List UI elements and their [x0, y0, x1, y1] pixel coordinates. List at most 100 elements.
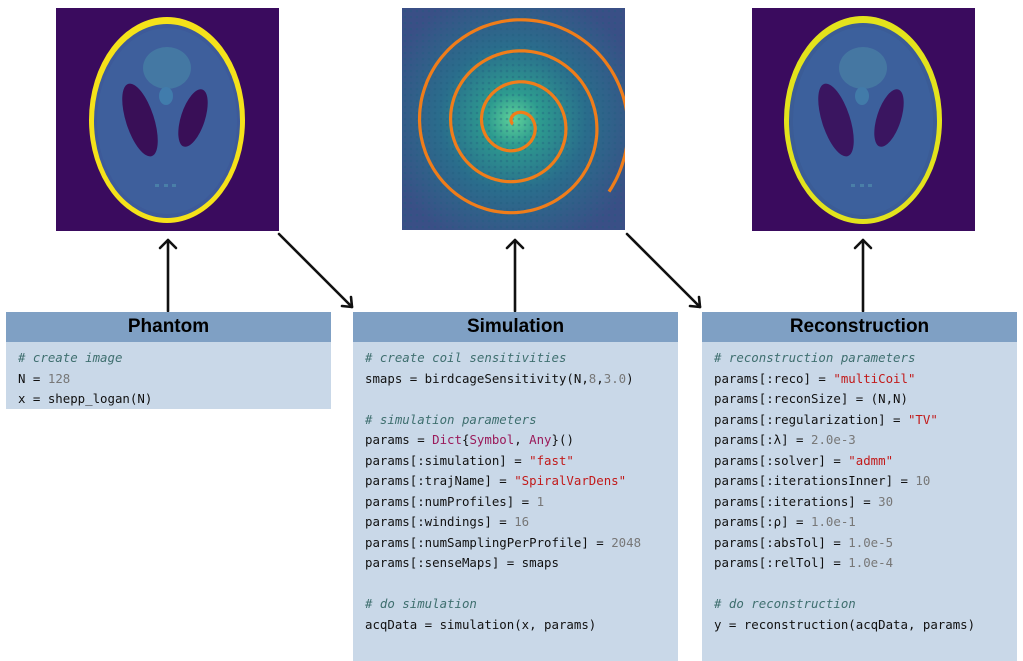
simulation-code-line: # create coil sensitivities	[365, 348, 666, 369]
reconstruction-code-token: # reconstruction parameters	[714, 350, 916, 365]
reconstruction-code-line: params[:reco] = "multiCoil"	[714, 369, 1005, 390]
phantom-code-line: x = shepp_logan(N)	[18, 389, 319, 410]
reconstruction-code-line: params[:iterationsInner] = 10	[714, 471, 1005, 492]
simulation-code-token: # simulation parameters	[365, 411, 537, 427]
simulation-code-token: params[:numSamplingPerProfile] =	[365, 534, 612, 550]
simulation-code-token: }()	[551, 432, 574, 447]
phantom-title: Phantom	[6, 312, 331, 342]
simulation-code-token: 16	[514, 514, 530, 529]
simulation-code-token: 8	[588, 370, 597, 386]
simulation-code-line: params[:trajName] = "SpiralVarDens"	[365, 471, 666, 492]
simulation-code-line: params[:windings] = 16	[365, 512, 666, 533]
simulation-code-line: acqData = simulation(x, params)	[365, 615, 666, 636]
simulation-code-token: params =	[365, 432, 433, 447]
reconstruction-code-token: params[:reco] =	[714, 370, 834, 386]
simulation-code-token: "fast"	[529, 452, 574, 468]
reconstruction-code-token: 10	[915, 473, 931, 488]
reconstruction-code-token: y = reconstruction(acqData, params)	[714, 616, 976, 632]
simulation-code-line: params[:numSamplingPerProfile] = 2048	[365, 533, 666, 554]
reconstruction-code-line	[714, 574, 1005, 595]
reconstruction-code-token: params[:solver] =	[714, 452, 849, 468]
reconstruction-code-token: params[:relTol] =	[714, 555, 849, 570]
simulation-code-token: params[:windings] =	[365, 514, 515, 529]
reconstruction-code-token: "admm"	[848, 452, 894, 468]
reconstruction-title: Reconstruction	[702, 312, 1017, 342]
simulation-code-line	[365, 389, 666, 410]
simulation-title: Simulation	[353, 312, 678, 342]
reconstruction-code-token: params[:absTol] =	[714, 534, 849, 550]
reconstruction-image	[752, 8, 975, 231]
reconstruction-code-token: params[:ρ] =	[714, 514, 811, 529]
reconstruction-code-line: params[:ρ] = 1.0e-1	[714, 512, 1005, 533]
simulation-code-token: Any	[529, 432, 552, 447]
simulation-code-line: # do simulation	[365, 594, 666, 615]
reconstruction-code-token: params[:regularization] =	[714, 411, 908, 427]
reconstruction-code-token: # do reconstruction	[714, 596, 856, 611]
spiral-trajectory	[417, 18, 625, 215]
simulation-code-token: "SpiralVarDens"	[514, 473, 627, 488]
phantom-code-token: N	[18, 370, 26, 386]
reconstruction-code-line: # reconstruction parameters	[714, 348, 1005, 369]
reconstruction-code-token: 1.0e-4	[848, 555, 894, 570]
simulation-code: # create coil sensitivities smaps = birdc…	[353, 342, 678, 641]
simulation-code-token: ,	[596, 370, 604, 386]
phantom-code-token: # create image	[18, 350, 123, 365]
reconstruction-code-line: # do reconstruction	[714, 594, 1005, 615]
phantom-code-token: 128	[47, 370, 71, 386]
simulation-code-token: Symbol	[469, 432, 515, 447]
reconstruction-code-token: params[:iterations] =	[714, 493, 879, 509]
simulation-box: Simulation # create coil sensitivities sm…	[353, 312, 678, 661]
simulation-code-line	[365, 574, 666, 595]
simulation-code-line: params[:numProfiles] = 1	[365, 492, 666, 513]
simulation-code-line: params[:senseMaps] = smaps	[365, 553, 666, 574]
reconstruction-code-line: params[:regularization] = "TV"	[714, 410, 1005, 431]
simulation-code-token: ,	[514, 432, 530, 447]
simulation-code-token: 3.0	[603, 370, 627, 386]
simulation-code-line: smaps = birdcageSensitivity(N,8,3.0)	[365, 369, 666, 390]
reconstruction-code: # reconstruction parameters params[:reco]…	[702, 342, 1017, 641]
reconstruction-code-line: params[:iterations] = 30	[714, 492, 1005, 513]
phantom-code-line: N = 128	[18, 369, 319, 390]
simulation-code-token: # create coil sensitivities	[365, 350, 567, 365]
simulation-code-token: {	[461, 432, 470, 447]
reconstruction-code-token: params[:reconSize] = (N,N)	[714, 391, 908, 406]
phantom-image	[56, 8, 279, 231]
simulation-code-token: params[:senseMaps] = smaps	[365, 555, 559, 570]
phantom-code-line: # create image	[18, 348, 319, 369]
reconstruction-code-token: "TV"	[907, 411, 938, 427]
simulation-code-token: smaps = birdcageSensitivity(N,	[365, 370, 589, 386]
simulation-code-line: # simulation parameters	[365, 410, 666, 431]
simulation-code-token: params[:trajName] =	[365, 473, 515, 488]
simulation-code-token: 1	[536, 493, 545, 509]
reconstruction-code-line: params[:absTol] = 1.0e-5	[714, 533, 1005, 554]
arrow-phantom-to-simulation	[277, 232, 354, 309]
simulation-code-token: # do simulation	[365, 596, 477, 611]
simulation-code-line: params = Dict{Symbol, Any}()	[365, 430, 666, 451]
reconstruction-code-line: y = reconstruction(acqData, params)	[714, 615, 1005, 636]
reconstruction-code-token: 1.0e-1	[810, 514, 856, 529]
reconstruction-code-line: params[:relTol] = 1.0e-4	[714, 553, 1005, 574]
reconstruction-code-token: 30	[878, 493, 894, 509]
simulation-code-token: )	[626, 370, 634, 386]
reconstruction-code-line: params[:λ] = 2.0e-3	[714, 430, 1005, 451]
simulation-code-line: params[:simulation] = "fast"	[365, 451, 666, 472]
phantom-code-token: =	[25, 370, 48, 386]
reconstruction-code-token: 1.0e-5	[848, 534, 894, 550]
arrow-simulation-to-reconstruction	[625, 232, 702, 309]
reconstruction-code-line: params[:reconSize] = (N,N)	[714, 389, 1005, 410]
kspace-spiral-image	[402, 8, 625, 230]
simulation-code-token: params[:numProfiles] =	[365, 493, 537, 509]
reconstruction-code-line: params[:solver] = "admm"	[714, 451, 1005, 472]
reconstruction-box: Reconstruction # reconstruction paramete…	[702, 312, 1017, 661]
phantom-code-token: x = shepp_logan(N)	[18, 391, 153, 406]
simulation-code-token: acqData = simulation(x, params)	[365, 616, 597, 632]
reconstruction-code-token: params[:iterationsInner] =	[714, 473, 916, 488]
reconstruction-code-token: params[:λ] =	[714, 432, 811, 447]
simulation-code-token: 2048	[611, 534, 642, 550]
simulation-code-token: params[:simulation] =	[365, 452, 530, 468]
reconstruction-code-token: "multiCoil"	[833, 370, 916, 386]
reconstruction-code-token: 2.0e-3	[810, 432, 856, 447]
